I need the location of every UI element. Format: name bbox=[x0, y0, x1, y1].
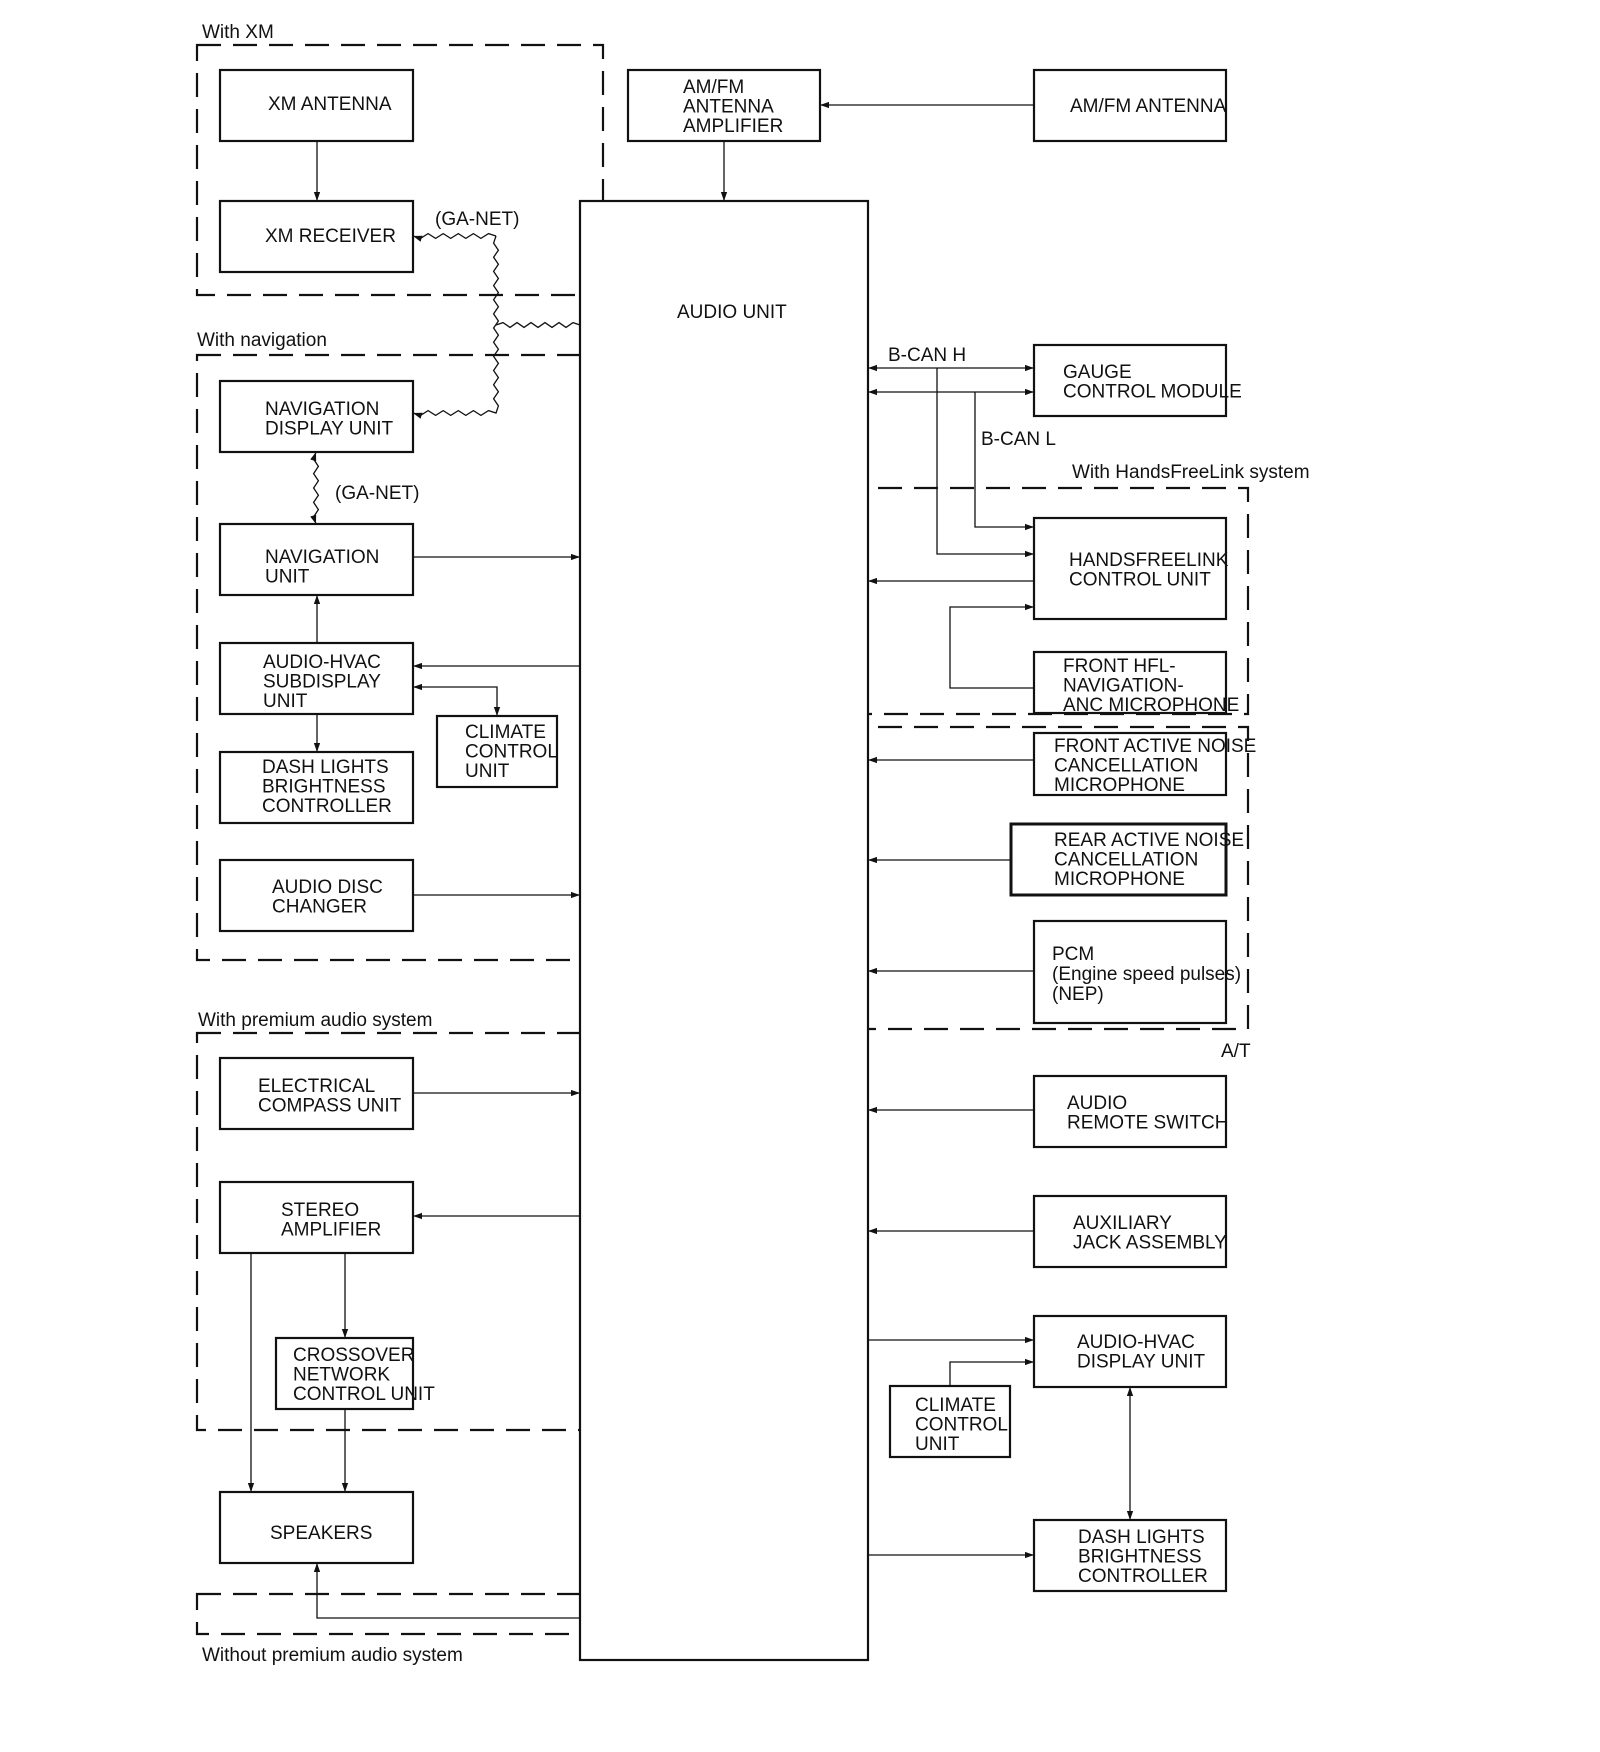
audio-unit-box: AUDIO UNIT bbox=[578, 199, 870, 1662]
region-label-with-xm: With XM bbox=[202, 22, 274, 43]
box-label-line: NAVIGATION bbox=[265, 547, 379, 568]
box-label-line: PCM bbox=[1052, 944, 1094, 965]
region-with-navigation bbox=[195, 353, 605, 962]
region-with-xm bbox=[195, 43, 605, 297]
box-label-line: AUDIO DISC bbox=[272, 877, 383, 898]
box-label-line: STEREO bbox=[281, 1200, 359, 1221]
speakers-box: SPEAKERS bbox=[218, 1490, 415, 1565]
box-label-line: SUBDISPLAY bbox=[263, 672, 381, 693]
box-label-line: (Engine speed pulses) bbox=[1052, 964, 1241, 985]
region-label-with-premium-audio: With premium audio system bbox=[198, 1010, 432, 1031]
box-label-line: SPEAKERS bbox=[270, 1523, 372, 1544]
box-label-line: NAVIGATION bbox=[265, 399, 379, 420]
box-label-line: CONTROL UNIT bbox=[293, 1384, 435, 1405]
box-label-line: ANC MICROPHONE bbox=[1063, 695, 1239, 716]
bcan-l-label: B-CAN L bbox=[981, 429, 1056, 450]
box-label-line: AUXILIARY bbox=[1073, 1213, 1172, 1234]
box-label-line: AMPLIFIER bbox=[281, 1220, 381, 1241]
box-label-line: CLIMATE bbox=[915, 1395, 996, 1416]
box-label-line: XM ANTENNA bbox=[268, 94, 392, 115]
region-label-without-premium-audio: Without premium audio system bbox=[202, 1645, 463, 1666]
box-label-line: AM/FM ANTENNA bbox=[1070, 96, 1227, 117]
xm-receiver-box: XM RECEIVER bbox=[218, 199, 415, 274]
region-label-at: A/T bbox=[1221, 1041, 1251, 1062]
hfl-mic-box: FRONT HFL-NAVIGATION-ANC MICROPHONE bbox=[1032, 650, 1239, 716]
box-label-line: ANTENNA bbox=[683, 97, 774, 118]
box-label-line: DISPLAY UNIT bbox=[1077, 1352, 1206, 1373]
box-label-line: DASH LIGHTS bbox=[1078, 1527, 1205, 1548]
region-label-with-navigation: With navigation bbox=[197, 330, 327, 351]
box-label-line: UNIT bbox=[915, 1434, 960, 1455]
box-label-line: AUDIO bbox=[1067, 1093, 1127, 1114]
box-label-line: COMPASS UNIT bbox=[258, 1096, 402, 1117]
box-label-line: CONTROLLER bbox=[1078, 1566, 1208, 1587]
box-label-line: CANCELLATION bbox=[1054, 756, 1198, 777]
box-label-line: GAUGE bbox=[1063, 362, 1132, 383]
box-label-line: UNIT bbox=[263, 691, 308, 712]
box-label-line: AM/FM bbox=[683, 77, 744, 98]
box-label-line: CHANGER bbox=[272, 897, 367, 918]
amfm-antenna-box: AM/FM ANTENNA bbox=[1032, 68, 1228, 143]
region-label-with-handsfreelink: With HandsFreeLink system bbox=[1072, 462, 1310, 483]
box-label-line: CONTROL bbox=[915, 1415, 1008, 1436]
box-label-line: UNIT bbox=[465, 761, 510, 782]
box-label-line: AUDIO-HVAC bbox=[1077, 1332, 1195, 1353]
box-label-line: CROSSOVER bbox=[293, 1345, 414, 1366]
box-label-line: XM RECEIVER bbox=[265, 226, 396, 247]
box-label-line: BRIGHTNESS bbox=[262, 777, 386, 798]
box-label-line: ELECTRICAL bbox=[258, 1076, 375, 1097]
box-label-line: DASH LIGHTS bbox=[262, 757, 389, 778]
box-label-line: BRIGHTNESS bbox=[1078, 1547, 1202, 1568]
ga-net-label-nav: (GA-NET) bbox=[335, 483, 419, 504]
box-label-line: MICROPHONE bbox=[1054, 775, 1185, 796]
xm-antenna-box: XM ANTENNA bbox=[218, 68, 415, 143]
box-label-line: CONTROL MODULE bbox=[1063, 382, 1242, 403]
connection-lines bbox=[247, 101, 1134, 1619]
box-label-line: CONTROL bbox=[465, 742, 558, 763]
box-label-line: AUDIO UNIT bbox=[677, 302, 787, 323]
box-label-line: DISPLAY UNIT bbox=[265, 419, 394, 440]
box-label-line: AUDIO-HVAC bbox=[263, 652, 381, 673]
box-label-line: CONTROLLER bbox=[262, 796, 392, 817]
box-label-line: AMPLIFIER bbox=[683, 116, 783, 137]
region-without-premium-audio bbox=[195, 1592, 617, 1636]
box-label-line: NETWORK bbox=[293, 1365, 390, 1386]
box-label-line: CLIMATE bbox=[465, 722, 546, 743]
box-label-line: (NEP) bbox=[1052, 984, 1104, 1005]
box-label-line: REAR ACTIVE NOISE bbox=[1054, 830, 1244, 851]
bcan-h-label: B-CAN H bbox=[888, 345, 966, 366]
box-label-line: FRONT ACTIVE NOISE bbox=[1054, 736, 1256, 757]
box-label-line: FRONT HFL- bbox=[1063, 656, 1176, 677]
box-label-line: UNIT bbox=[265, 567, 310, 588]
box-label-line: MICROPHONE bbox=[1054, 869, 1185, 890]
box-label-line: CANCELLATION bbox=[1054, 850, 1198, 871]
pcm-box: PCM(Engine speed pulses)(NEP) bbox=[1032, 919, 1241, 1025]
box-label-line: CONTROL UNIT bbox=[1069, 570, 1211, 591]
box-label-line: HANDSFREELINK bbox=[1069, 550, 1229, 571]
box-label-line: REMOTE SWITCH bbox=[1067, 1113, 1229, 1134]
box-label-line: NAVIGATION- bbox=[1063, 676, 1184, 697]
box-label-line: JACK ASSEMBLY bbox=[1073, 1233, 1227, 1254]
ga-net-label-xm: (GA-NET) bbox=[435, 209, 519, 230]
